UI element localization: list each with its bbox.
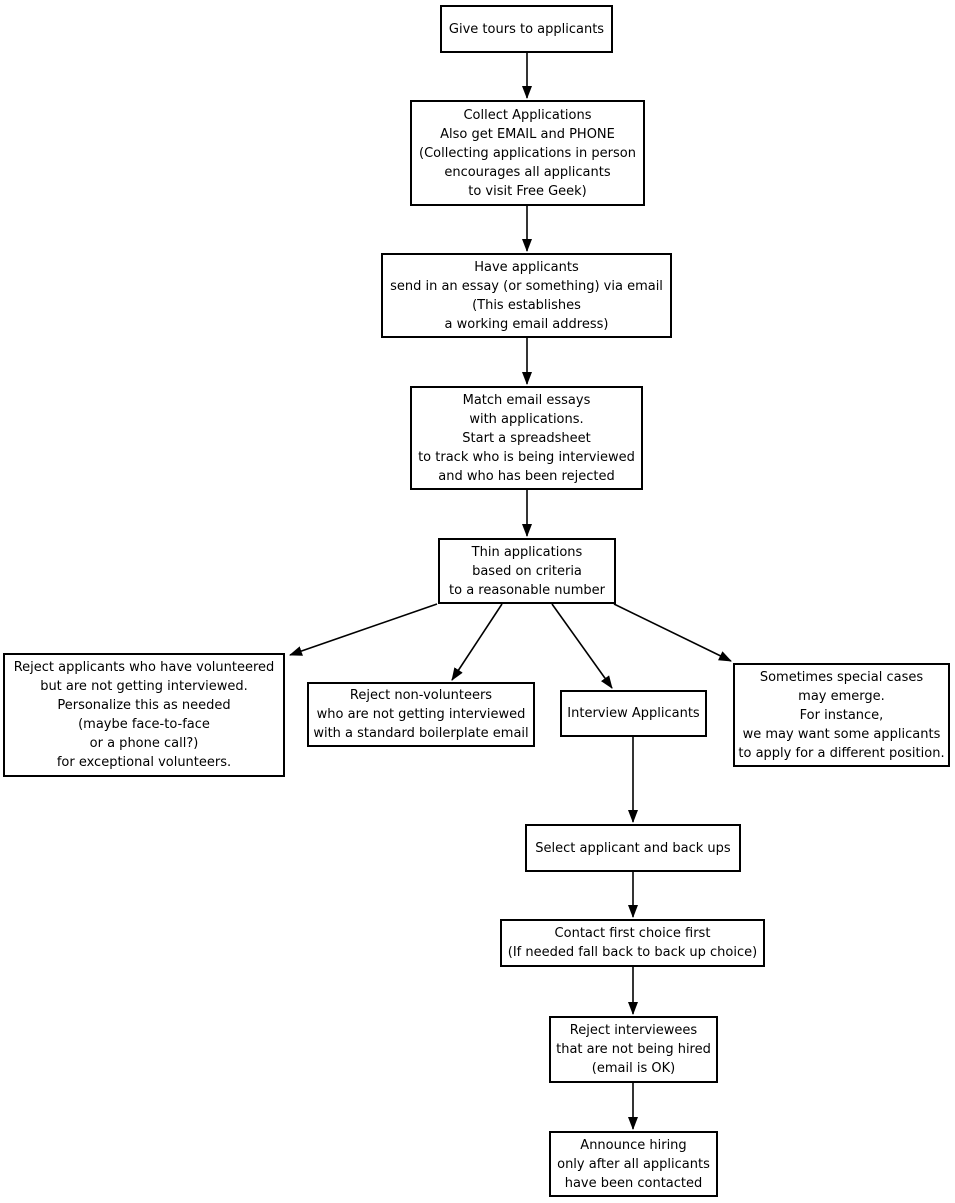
flow-node-reject-non-volunteers: Reject non-volunteers who are not gettin… (307, 682, 535, 747)
flow-node-contact-first-choice: Contact first choice first (If needed fa… (500, 919, 765, 967)
flow-node-announce-hiring: Announce hiring only after all applicant… (549, 1131, 718, 1197)
flow-node-interview-applicants: Interview Applicants (560, 690, 707, 737)
flow-node-reject-volunteers: Reject applicants who have volunteered b… (3, 653, 285, 777)
flow-node-select-applicant: Select applicant and back ups (525, 824, 741, 872)
flow-node-reject-interviewees: Reject interviewees that are not being h… (549, 1016, 718, 1083)
edge-thin-to-reject-non-volunteers (451, 603, 503, 681)
edge-thin-to-reject-volunteers (289, 603, 438, 656)
flow-node-thin-applications: Thin applications based on criteria to a… (438, 538, 616, 604)
flow-node-match-essays: Match email essays with applications. St… (410, 386, 643, 490)
flow-node-email-essay: Have applicants send in an essay (or som… (381, 253, 672, 338)
flow-node-give-tours: Give tours to applicants (440, 5, 613, 53)
flow-node-special-cases: Sometimes special cases may emerge. For … (733, 663, 950, 767)
edge-thin-to-interview (551, 603, 613, 689)
edge-thin-to-special-cases (613, 603, 732, 662)
flow-node-collect-applications: Collect Applications Also get EMAIL and … (410, 100, 645, 206)
